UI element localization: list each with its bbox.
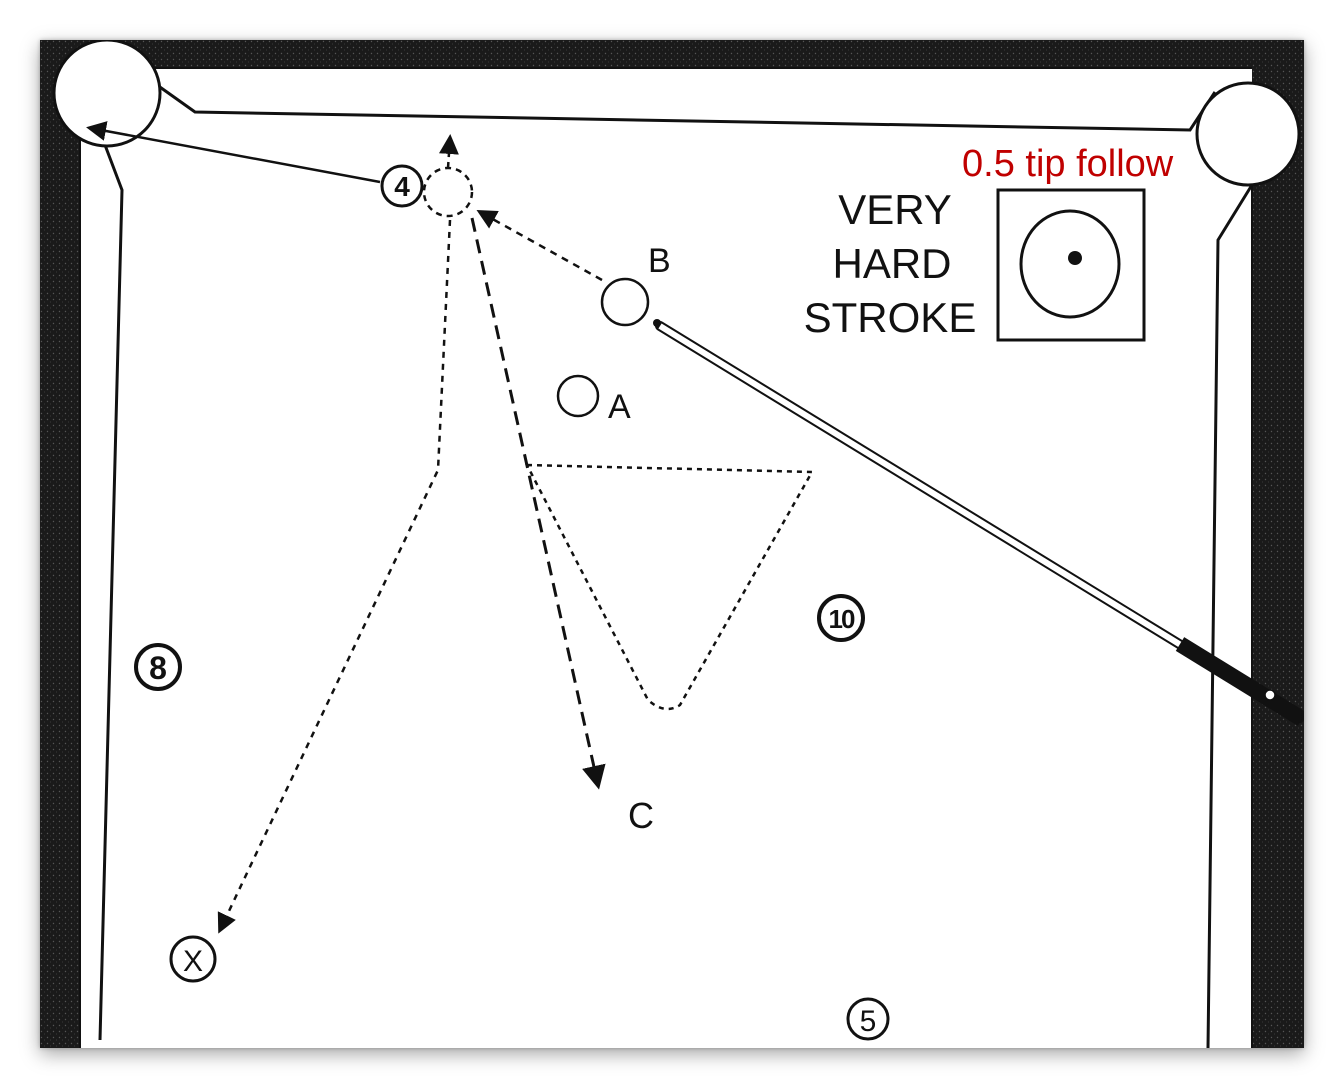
label-c: C	[628, 795, 654, 836]
ball-8-label: 8	[149, 650, 167, 686]
stroke-instruction: VERY HARD STROKE	[804, 186, 977, 341]
ball-8: 8	[134, 643, 182, 691]
ball-4: 4	[380, 164, 424, 208]
stroke-line-1: VERY	[838, 186, 952, 233]
cue-ball-face	[1019, 209, 1121, 319]
cue-ball-dotted-triangle-path	[524, 463, 815, 711]
ball-5-label: 5	[860, 1005, 877, 1038]
right-corner-pocket	[1195, 81, 1301, 187]
left-corner-pocket	[52, 40, 162, 148]
label-b: B	[648, 242, 671, 280]
cue-ball-to-contact-path	[476, 210, 603, 282]
ball-x-label: X	[183, 945, 203, 978]
cue-stick	[653, 319, 1304, 726]
diagram-page: 4 B A C 8 10 X 5 VERY HARD STROKE 0.5 ti…	[40, 40, 1304, 1048]
table-cushions	[79, 67, 1257, 1048]
cue-ball-b	[600, 277, 650, 327]
ball-x: X	[169, 935, 217, 983]
ball-10: 10	[817, 594, 865, 642]
tip-follow-annotation: 0.5 tip follow	[962, 143, 1174, 185]
cue-ball-path-to-x	[217, 219, 452, 934]
cue-ball-a	[556, 374, 600, 418]
ball-4-label: 4	[394, 171, 410, 202]
top-rail	[40, 40, 1304, 68]
ball-5: 5	[846, 997, 890, 1041]
label-a: A	[608, 388, 631, 426]
tip-contact-point	[1068, 251, 1082, 265]
ball-10-label: 10	[829, 604, 855, 634]
stroke-line-3: STROKE	[804, 294, 977, 341]
cue-ball-forward-arrow	[438, 134, 459, 169]
cue-tip-position-box	[996, 188, 1146, 342]
stroke-line-2: HARD	[832, 240, 951, 287]
cue-ball-path-to-c	[470, 217, 606, 790]
four-ball-path	[86, 121, 381, 184]
pool-table-diagram: 4 B A C 8 10 X 5 VERY HARD STROKE 0.5 ti…	[40, 40, 1304, 1048]
corner-pockets	[52, 40, 1301, 187]
right-rail	[1252, 40, 1304, 1048]
table-rails	[40, 40, 1304, 1048]
left-rail	[40, 40, 80, 1048]
